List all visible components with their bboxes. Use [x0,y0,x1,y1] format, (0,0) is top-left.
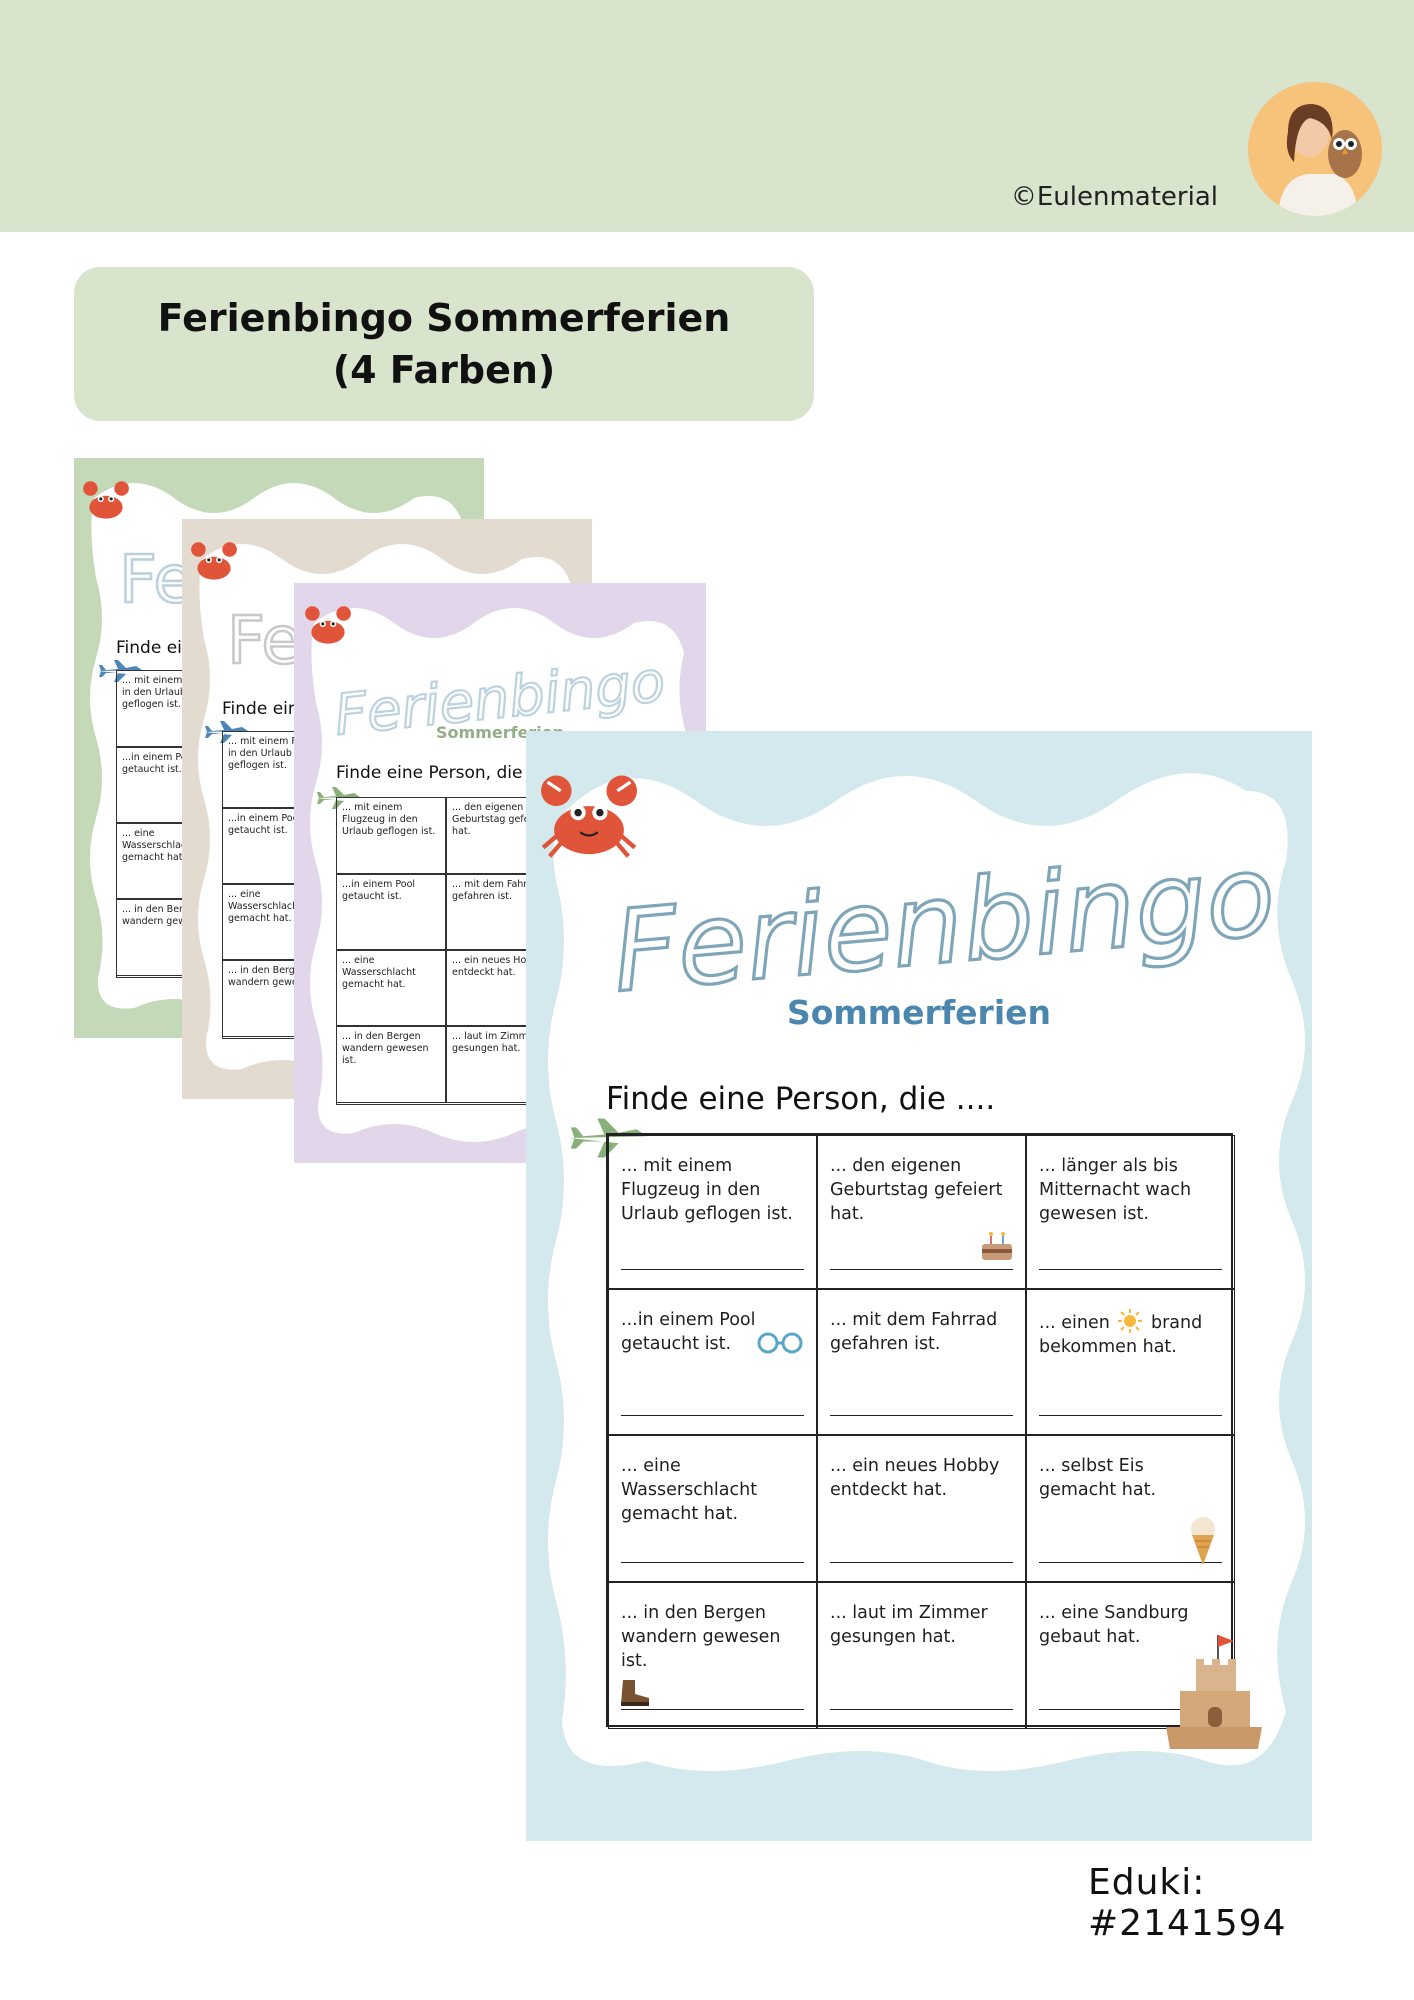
cell-text: ... eine Sandburg gebaut hat. [1039,1603,1189,1647]
cell-text: ... eine Wasserschlacht gemacht hat. [621,1456,758,1524]
svg-text:Ferienbingo: Ferienbingo [608,831,1280,1001]
crab-icon [83,481,129,519]
cell-text: ... länger als bis Mitternacht wach gewe… [1039,1156,1192,1224]
cell-text: ... den eigenen Geburtstag gefeiert hat. [830,1156,1003,1224]
main-bingo-sheet: Ferienbingo Sommerferien Finde eine Pers… [526,731,1312,1841]
mini-prompt: Finde eine Person, die [336,763,523,783]
bingo-cell: ... mit einem Flugzeug in den Urlaub gef… [608,1135,817,1289]
boot-icon [621,1680,649,1706]
bingo-cell: ... selbst Eis gemacht hat. [1026,1435,1235,1582]
mini-prompt: Finde ei [116,638,182,658]
cell-text: ... mit dem Fahrrad gefahren ist. [830,1310,998,1354]
cell-text: ... laut im Zimmer gesungen hat. [830,1603,988,1647]
bingo-cell: ... laut im Zimmer gesungen hat. [817,1582,1026,1729]
title-box: Ferienbingo Sommerferien (4 Farben) [74,267,814,421]
sun-icon [1118,1309,1143,1333]
bingo-cell: ... einen brand bekommen hat. [1026,1289,1235,1435]
bingo-grid: ... mit einem Flugzeug in den Urlaub gef… [606,1133,1235,1729]
bingo-cell: ...in einem Pool getaucht ist. [608,1289,817,1435]
cell-text: ... ein neues Hobby entdeckt hat. [830,1456,1000,1500]
bingo-cell: ... länger als bis Mitternacht wach gewe… [1026,1135,1235,1289]
cell-text-b: brand bekommen hat. [1039,1313,1203,1357]
ice-cream-icon [1191,1517,1215,1565]
airplane-icon [98,660,142,682]
page-title-line-1: Ferienbingo Sommerferien [157,296,731,340]
bingo-cell: ... eine Wasserschlacht gemacht hat. [608,1435,817,1582]
bingo-cell: ... in den Bergen wandern gewesen ist. [608,1582,817,1729]
author-avatar [1248,82,1382,216]
svg-text:Fe: Fe [227,602,302,679]
title-word-fragment: Fe [227,601,303,679]
mini-prompt: Finde eir [222,699,295,719]
mini-cell: ...in einem Pool getaucht ist. [336,874,446,950]
crab-icon [191,542,237,580]
cake-icon [982,1232,1012,1260]
cell-text-a: ... einen [1039,1313,1110,1333]
page-title-line-2: (4 Farben) [332,348,556,392]
bingo-cell: ... ein neues Hobby entdeckt hat. [817,1435,1026,1582]
cell-text: ... in den Bergen wandern gewesen ist. [621,1603,781,1671]
bingo-cell: ... eine Sandburg gebaut hat. [1026,1582,1235,1729]
cell-text: ... mit einem Flugzeug in den Urlaub gef… [621,1156,793,1224]
airplane-icon [316,787,360,809]
bingo-cell: ... den eigenen Geburtstag gefeiert hat. [817,1135,1026,1289]
sandcastle-icon [1166,1635,1262,1749]
airplane-icon [204,721,248,743]
goggles-icon [757,1332,803,1354]
cell-text: ...in einem Pool getaucht ist. [621,1310,756,1354]
bingo-cell: ... mit dem Fahrrad gefahren ist. [817,1289,1026,1435]
mini-cell: ... mit einem Flugzeug in den Urlaub gef… [336,797,446,874]
prompt-heading: Finde eine Person, die .... [606,1081,996,1117]
eduki-id: Eduki: #2141594 [1088,1862,1287,1944]
header-band [0,0,1414,232]
subtitle: Sommerferien [786,993,1052,1032]
cell-text: ... selbst Eis gemacht hat. [1039,1456,1157,1500]
title-word: Ferienbingo [606,831,1281,1001]
title-word: Ferienbingo [334,648,669,739]
mini-cell: ... in den Bergen wandern gewesen ist. [336,1026,446,1103]
crab-icon [541,775,637,858]
copyright-label: ©Eulenmaterial [1010,182,1218,212]
mini-cell: ... eine Wasserschlacht gemacht hat. [336,950,446,1026]
crab-icon [305,606,351,644]
